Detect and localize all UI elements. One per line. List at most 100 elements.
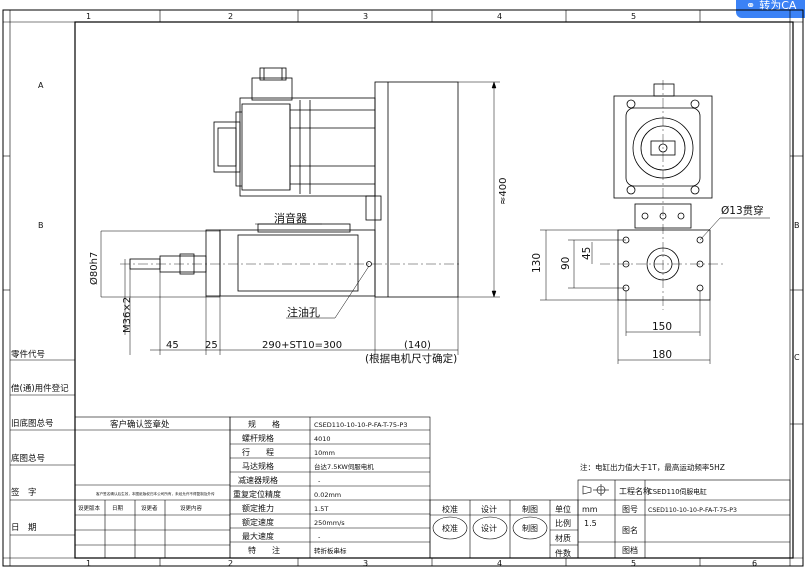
spec-row-value: - bbox=[318, 477, 321, 485]
spec-row-value: 转折板串标 bbox=[314, 546, 347, 555]
col-label: 5 bbox=[631, 12, 636, 21]
end-dimensions bbox=[540, 217, 770, 364]
col-label: 3 bbox=[363, 12, 368, 21]
link-icon: ⚭ bbox=[746, 0, 756, 12]
dim-d13: Ø13贯穿 bbox=[721, 204, 764, 217]
spec-row-value: 0.02mm bbox=[314, 491, 341, 499]
col-label: 1 bbox=[86, 12, 91, 21]
row-label: B bbox=[794, 221, 800, 230]
left-strip bbox=[10, 359, 75, 536]
unit-value: mm bbox=[582, 505, 598, 514]
material-label: 材质 bbox=[555, 533, 571, 543]
frame-labels: 1 2 3 4 5 1 2 3 4 5 6 A B B C bbox=[38, 12, 800, 568]
dim-d80h7: Ø80h7 bbox=[88, 252, 100, 285]
draw-stamp: 制图 bbox=[522, 523, 538, 533]
spec-table bbox=[229, 416, 431, 559]
spec-header-value: CSED110-10-10-P-FA-T-75-P3 bbox=[314, 421, 407, 429]
side-dimensions bbox=[100, 81, 500, 355]
convert-to-cad-button[interactable]: ⚭转为CA bbox=[736, 0, 805, 18]
th-version: 设更版本 bbox=[78, 504, 101, 512]
dim-m36: M36×2 bbox=[122, 297, 133, 333]
spec-row-label: 最大速度 bbox=[242, 531, 274, 541]
oil-hole-label: 注油孔 bbox=[287, 305, 320, 319]
col-label: 3 bbox=[363, 559, 368, 568]
spec-row-label: 行 程 bbox=[242, 447, 274, 457]
th-changer: 设更者 bbox=[141, 504, 158, 512]
col-label: 6 bbox=[752, 559, 757, 568]
row-label: C bbox=[794, 353, 800, 362]
scale-value: 1.5 bbox=[584, 519, 597, 528]
end-dimension-labels: 130 90 45 Ø13贯穿 150 180 bbox=[531, 204, 764, 361]
motor-terminal bbox=[251, 77, 293, 101]
side-dimension-labels: ≈400 Ø80h7 M36×2 45 25 290+ST10=300 (140… bbox=[88, 178, 509, 365]
spec-row-label: 额定速度 bbox=[242, 517, 274, 527]
sheet-frame bbox=[2, 9, 804, 567]
th-content: 设更内容 bbox=[180, 504, 203, 512]
dim-180: 180 bbox=[652, 349, 672, 361]
unit-label: 单位 bbox=[555, 504, 571, 514]
motor-connector bbox=[213, 121, 241, 173]
col-label: 2 bbox=[228, 559, 233, 568]
spec-row-label: 特 注 bbox=[248, 545, 280, 555]
scale-label: 比例 bbox=[555, 518, 571, 528]
dim-400: ≈400 bbox=[498, 178, 509, 205]
drawing-no-label: 图号 bbox=[622, 505, 638, 514]
row-label: B bbox=[38, 221, 44, 230]
spec-table-text: 规 格 CSED110-10-10-P-FA-T-75-P3 螺杆规格 4010… bbox=[233, 419, 407, 555]
drawing-note: 注：电缸出力值大于1T，最高运动频率5HZ bbox=[580, 462, 725, 472]
pulley-housing bbox=[374, 81, 459, 298]
spec-row-value: 10mm bbox=[314, 449, 335, 457]
spec-row-value: 250mm/s bbox=[314, 519, 345, 527]
customer-table bbox=[74, 416, 231, 559]
customer-title: 客户确认签章处 bbox=[110, 419, 170, 430]
col-label: 1 bbox=[86, 559, 91, 568]
dim-45: 45 bbox=[166, 340, 179, 351]
spec-row-label: 重复定位精度 bbox=[233, 489, 281, 499]
cylinder-body bbox=[219, 229, 376, 297]
title-block bbox=[577, 479, 791, 559]
col-label: 4 bbox=[497, 12, 502, 21]
draw-label: 制图 bbox=[522, 504, 538, 514]
muffler-label: 消音器 bbox=[274, 211, 307, 225]
design-stamp: 设计 bbox=[481, 523, 497, 533]
sign-label: 签 字 bbox=[11, 487, 37, 498]
spec-row-value: 台达7.5KW伺服电机 bbox=[314, 462, 374, 471]
old-base-label: 旧底图总号 bbox=[11, 418, 54, 429]
spec-row-label: 减速器规格 bbox=[238, 475, 278, 485]
customer-table-text: 客户确认签章处 客户签名确认后生效，本图纸版权归本公司所有，未经允许不得复制及外… bbox=[78, 419, 215, 512]
title-block-text: 工程名称 CSED110伺服电缸 mm 图号 CSED110-10-10-P-F… bbox=[582, 486, 737, 555]
front-flange bbox=[205, 229, 221, 297]
col-label: 5 bbox=[631, 559, 636, 568]
date-label: 日 期 bbox=[11, 523, 37, 533]
base-label: 底图总号 bbox=[11, 453, 45, 464]
name-label: 图名 bbox=[622, 525, 638, 535]
dim-140: (140) bbox=[404, 340, 431, 351]
spec-row-label: 马达规格 bbox=[242, 461, 274, 471]
left-strip-labels: 零件代号 借(通)用件登记 旧底图总号 底图总号 签 字 日 期 bbox=[11, 349, 69, 533]
check-stamp: 校准 bbox=[442, 523, 458, 533]
dim-stroke: 290+ST10=300 bbox=[262, 340, 342, 351]
convert-label: 转为CA bbox=[759, 0, 797, 12]
spec-row-label: 额定推力 bbox=[242, 503, 274, 513]
sign-table-text: 校准 设计 制图 单位 校准 设计 制图 比例 材质 件数 bbox=[442, 504, 571, 558]
dim-130: 130 bbox=[531, 253, 543, 273]
side-view bbox=[129, 67, 459, 298]
col-label: 2 bbox=[228, 12, 233, 21]
file-label: 图档 bbox=[622, 545, 638, 555]
dim-45b: 45 bbox=[581, 247, 593, 260]
qty-label: 件数 bbox=[555, 548, 571, 558]
dim-25: 25 bbox=[205, 340, 218, 351]
spec-row-label: 螺杆规格 bbox=[242, 433, 274, 443]
th-date: 日期 bbox=[112, 505, 124, 512]
customer-long-note: 客户签名确认后生效，本图纸版权归本公司所有，未经允许不得复制及外传 bbox=[96, 491, 215, 496]
check-label: 校准 bbox=[442, 504, 458, 514]
row-label: A bbox=[38, 81, 44, 90]
design-label: 设计 bbox=[481, 504, 497, 514]
borrowed-label: 借(通)用件登记 bbox=[11, 383, 69, 394]
spec-header-label: 规 格 bbox=[248, 419, 280, 429]
drawing-no-value: CSED110-10-10-P-FA-T-75-P3 bbox=[648, 507, 737, 514]
spec-row-value: 1.5T bbox=[314, 505, 328, 513]
flange-plate bbox=[617, 229, 711, 301]
project-value: CSED110伺服电缸 bbox=[648, 487, 707, 496]
